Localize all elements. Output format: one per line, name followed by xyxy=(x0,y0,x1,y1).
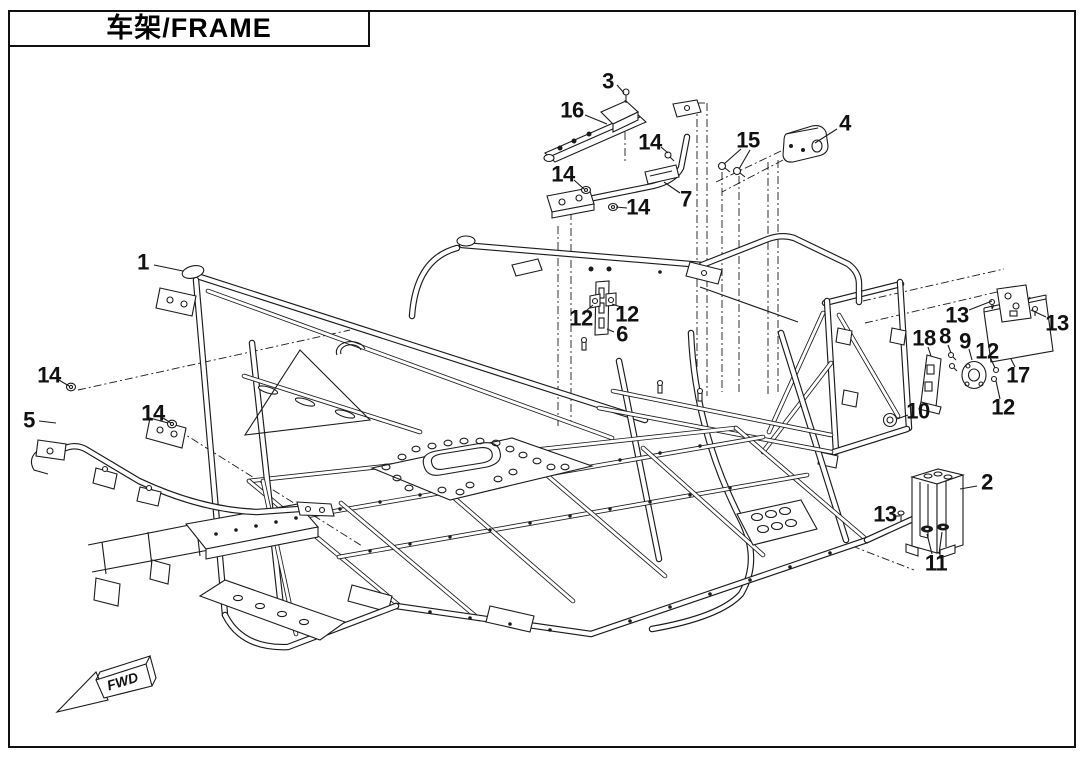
leader-line-7 xyxy=(663,181,681,194)
callout-17: 17 xyxy=(1006,363,1030,388)
callout-16: 16 xyxy=(560,98,584,123)
callout-15: 15 xyxy=(736,128,760,153)
callout-5: 5 xyxy=(23,408,35,433)
phantom-lines xyxy=(77,100,1015,571)
leader-line-18 xyxy=(927,346,932,357)
callout-14: 14 xyxy=(141,401,166,426)
callout-10: 10 xyxy=(906,399,930,424)
leader-line-13 xyxy=(1030,309,1047,318)
callout-12: 12 xyxy=(991,395,1015,420)
callout-7: 7 xyxy=(680,187,692,212)
leader-line-4 xyxy=(814,128,838,144)
leader-line-6 xyxy=(606,328,615,333)
leader-line-17 xyxy=(1010,358,1016,368)
leader-line-12 xyxy=(586,304,594,311)
leader-line-12 xyxy=(990,358,996,369)
part-5-tube xyxy=(30,382,335,517)
part-3-screw xyxy=(622,88,630,103)
leader-line-9 xyxy=(968,348,973,361)
leader-line-15 xyxy=(738,149,751,170)
cab-hoops xyxy=(335,333,846,629)
leader-line-12 xyxy=(995,380,1001,400)
leader-line-15 xyxy=(723,148,742,165)
part-13-block xyxy=(988,284,1039,323)
callout-14: 14 xyxy=(638,130,663,155)
rear-tower xyxy=(763,282,909,469)
part-14-screws-top xyxy=(580,151,675,212)
leader-line-14 xyxy=(660,146,669,154)
callout-9: 9 xyxy=(959,329,971,354)
fwd-arrow: FWD xyxy=(55,655,157,713)
leader-line-5 xyxy=(38,420,57,424)
part-12-screws-right xyxy=(990,366,1000,383)
callout-1: 1 xyxy=(137,250,149,275)
callout-14: 14 xyxy=(37,363,62,388)
seat-rails xyxy=(580,336,832,453)
leader-line-16 xyxy=(584,114,608,125)
callout-8: 8 xyxy=(939,324,951,349)
part-7-tube xyxy=(546,99,702,219)
leader-line-2 xyxy=(959,485,978,490)
callout-13: 13 xyxy=(1045,311,1069,336)
callout-2: 2 xyxy=(981,470,993,495)
leader-line-1 xyxy=(153,264,184,272)
leader-line-11 xyxy=(938,531,943,555)
callout-13: 13 xyxy=(873,502,897,527)
perforated-seat-plate xyxy=(370,437,594,501)
callout-6: 6 xyxy=(616,322,628,347)
leader-line-3 xyxy=(616,84,625,94)
callout-18: 18 xyxy=(912,326,936,351)
part-9-ring xyxy=(961,360,987,390)
leader-line-11 xyxy=(926,533,933,555)
callout-12: 12 xyxy=(615,302,639,327)
callout-4: 4 xyxy=(839,111,852,136)
callout-3: 3 xyxy=(602,69,614,94)
page-title: 车架/FRAME xyxy=(106,13,272,43)
plate-holes xyxy=(381,437,570,496)
callout-12: 12 xyxy=(569,306,593,331)
rear-floor-plate xyxy=(736,499,818,546)
part-6-bracket xyxy=(589,280,617,336)
callout-12: 12 xyxy=(975,339,999,364)
title-box: 车架/FRAME xyxy=(8,10,370,47)
part-8-screws xyxy=(947,351,958,372)
leader-line-14 xyxy=(162,417,172,424)
callout-13: 13 xyxy=(945,303,969,328)
leader-line-14 xyxy=(58,379,70,387)
callout-14: 14 xyxy=(626,195,651,220)
part-4-bracket xyxy=(782,125,829,163)
leader-line-12 xyxy=(611,303,622,308)
leader-line-13 xyxy=(968,300,993,311)
callout-14: 14 xyxy=(551,162,576,187)
leader-line-8 xyxy=(947,344,952,354)
part-15-screws xyxy=(717,161,746,178)
part-2-bracket xyxy=(897,468,965,559)
floor-lattice xyxy=(249,428,913,634)
frame-illustration xyxy=(30,88,1054,647)
leader-line-14 xyxy=(615,206,628,209)
part-16-rail xyxy=(543,100,648,163)
upper-rails xyxy=(197,236,859,438)
leader-line-14 xyxy=(573,179,585,190)
leader-line-10 xyxy=(896,414,909,420)
part-18-bracket xyxy=(918,354,942,415)
part-10-bushing xyxy=(882,412,898,428)
page-border xyxy=(8,10,1076,748)
callout-11: 11 xyxy=(925,551,948,576)
